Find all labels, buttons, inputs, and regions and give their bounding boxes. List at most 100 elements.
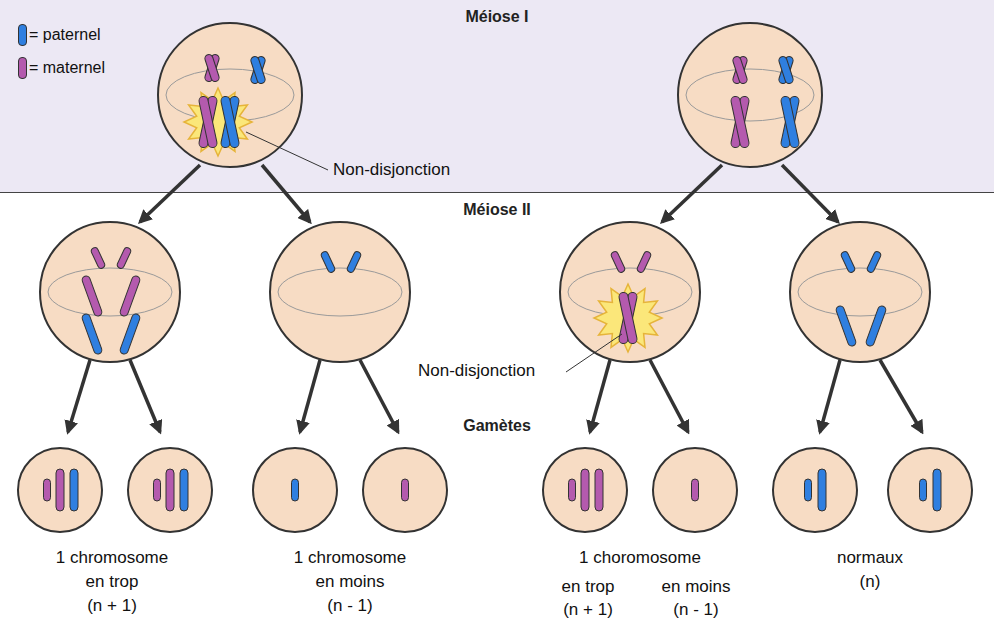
- gamete-caption: normaux: [837, 548, 903, 568]
- chromosome: [780, 96, 800, 149]
- cell: [270, 222, 410, 362]
- chromatid: [835, 305, 857, 347]
- meiosis-band: Méiose I: [0, 0, 994, 193]
- chromatid: [44, 479, 51, 501]
- cell: [790, 222, 930, 362]
- stage-title: Méiose II: [463, 200, 531, 220]
- gamete: [253, 448, 337, 532]
- cell: [560, 222, 700, 362]
- arrow: [662, 165, 722, 222]
- gamete-caption: en trop: [86, 572, 139, 592]
- gamete-caption: (n + 1): [87, 596, 137, 616]
- chromosome: [250, 55, 266, 84]
- chromatid: [933, 469, 941, 511]
- cell: [158, 23, 302, 167]
- arrow: [880, 360, 922, 432]
- chromatid: [636, 251, 652, 274]
- spindle: [48, 268, 172, 316]
- chromatid: [840, 251, 856, 274]
- chromatid: [920, 479, 927, 501]
- gamete-caption: 1 choromosome: [579, 548, 701, 568]
- cell: [678, 23, 822, 167]
- spindle: [798, 268, 922, 316]
- legend-entry: = paternel: [18, 24, 101, 46]
- chromatid: [81, 313, 103, 355]
- chromosome: [618, 292, 638, 345]
- gamete-caption: (n + 1): [563, 600, 613, 620]
- chromatid: [81, 275, 103, 317]
- chromatid: [180, 469, 188, 511]
- gamete-caption: 1 chromosome: [56, 548, 168, 568]
- leader-lines: [246, 132, 622, 372]
- arrow: [590, 360, 610, 432]
- gamete-caption: (n): [860, 572, 881, 592]
- chromatid: [292, 479, 299, 501]
- callout-text: Non-disjonction: [333, 160, 450, 180]
- gamete-caption: en trop: [562, 577, 615, 597]
- cells: [18, 23, 972, 532]
- gamete: [128, 448, 212, 532]
- gamete: [363, 448, 447, 532]
- gamete: [18, 448, 102, 532]
- chromatid: [866, 251, 882, 274]
- legend-swatch: [18, 57, 27, 79]
- legend-entry: = maternel: [18, 57, 105, 79]
- leader-line: [566, 334, 622, 372]
- chromatid: [595, 469, 603, 511]
- gamete-caption: en moins: [662, 577, 731, 597]
- spindles: [48, 69, 922, 316]
- nondisjunction-burst: [184, 88, 252, 156]
- gamete-caption: en moins: [316, 572, 385, 592]
- gamete: [543, 448, 627, 532]
- chromatid: [116, 247, 132, 270]
- chromatid: [119, 275, 141, 317]
- gamete: [653, 448, 737, 532]
- chromatid: [346, 251, 362, 274]
- chromosome: [204, 53, 220, 82]
- arrow: [130, 360, 160, 432]
- chromatid: [610, 251, 626, 274]
- legend-text: = paternel: [29, 26, 101, 44]
- leader-line: [246, 132, 328, 170]
- chromosome: [730, 96, 750, 149]
- chromatid: [119, 313, 141, 355]
- chromatid: [692, 479, 699, 501]
- gamete: [888, 448, 972, 532]
- gamete: [773, 448, 857, 532]
- arrow: [262, 165, 310, 222]
- chromatid: [320, 251, 336, 274]
- legend-swatch: [18, 24, 27, 46]
- chromatid: [569, 479, 576, 501]
- chromatid: [402, 479, 409, 501]
- arrow: [300, 360, 320, 432]
- gamete-caption: (n - 1): [327, 596, 372, 616]
- chromatid: [865, 305, 887, 347]
- nondisjunction-burst: [594, 284, 662, 352]
- arrow: [650, 360, 688, 432]
- chromatid: [581, 469, 589, 511]
- legend-text: = maternel: [29, 59, 105, 77]
- chromatid: [70, 469, 78, 511]
- chromosome: [778, 55, 794, 84]
- arrow: [140, 165, 200, 222]
- chromatid: [805, 479, 812, 501]
- cell: [40, 222, 180, 362]
- callout-text: Non-disjonction: [418, 361, 535, 381]
- chromatid: [166, 469, 174, 511]
- chromatid: [56, 469, 64, 511]
- chromosomes: [44, 53, 942, 511]
- chromosome: [732, 55, 748, 84]
- chromosome: [220, 96, 240, 149]
- arrow: [360, 360, 398, 432]
- spindle: [278, 268, 402, 316]
- chromosome: [198, 96, 218, 149]
- arrow: [782, 165, 838, 222]
- stage-title: Gamètes: [463, 416, 531, 436]
- arrow: [68, 360, 90, 432]
- chromatid: [154, 479, 161, 501]
- gamete-caption: (n - 1): [673, 600, 718, 620]
- chromatid: [90, 247, 106, 270]
- band-title: Méiose I: [0, 8, 994, 26]
